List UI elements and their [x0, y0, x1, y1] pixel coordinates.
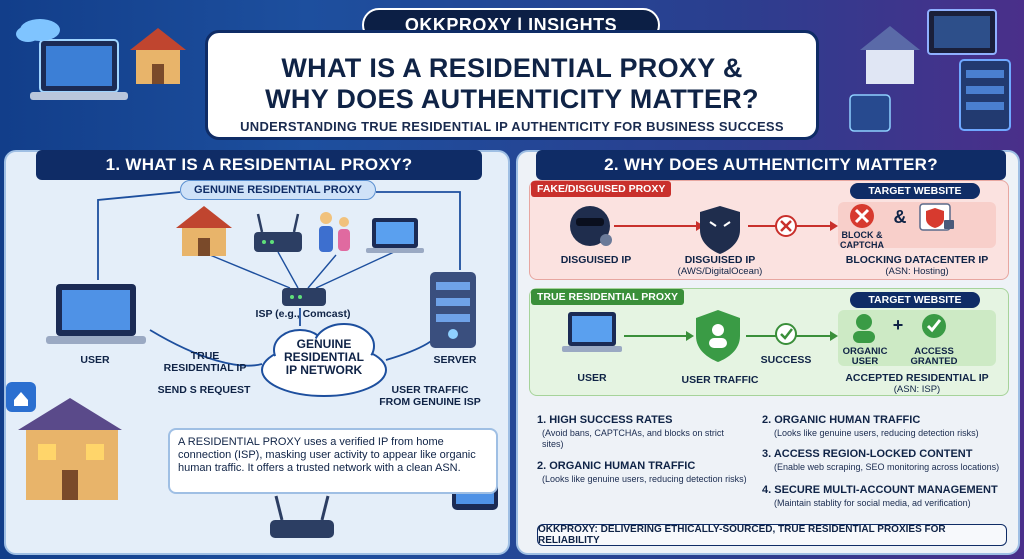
footer-banner: OKKPROXY: DELIVERING ETHICALLY-SOURCED, … — [537, 524, 1007, 546]
monitor-icon — [927, 9, 997, 55]
laptop-icon — [30, 39, 128, 100]
benefit-4-sub: (Enable web scraping, SEO monitoring acr… — [774, 462, 1000, 472]
angry-shield-icon — [700, 206, 740, 254]
title-line-1: WHAT IS A RESIDENTIAL PROXY & — [281, 53, 743, 83]
laptop-icon — [366, 218, 424, 253]
locked-shield-icon — [919, 203, 954, 231]
x-circle-icon — [775, 215, 797, 237]
title-box: WHAT IS A RESIDENTIAL PROXY & WHY DOES A… — [205, 30, 819, 140]
family-icon — [319, 212, 350, 252]
flow-line — [376, 191, 461, 270]
send-request-label: SEND S REQUEST — [157, 384, 251, 396]
fake-target-website-label: TARGET WEBSITE — [850, 183, 980, 199]
success-label: SUCCESS — [760, 354, 812, 366]
true-user-traffic-label: USER TRAFFIC — [681, 374, 759, 386]
benefit-1-title: 1. HIGH SUCCESS RATES — [537, 414, 673, 426]
cloud-icon — [261, 323, 387, 397]
cloud-network-label: GENUINE RESIDENTIAL IP NETWORK — [283, 337, 364, 377]
cloud-icon — [16, 19, 60, 42]
right-section-heading: 2. WHY DOES AUTHENTICITY MATTER? — [536, 150, 1006, 180]
left-section-heading: 1. WHAT IS A RESIDENTIAL PROXY? — [36, 150, 482, 180]
true-ip-label: TRUE RESIDENTIAL IP — [163, 350, 247, 374]
flow-line — [149, 329, 263, 367]
hacker-icon — [570, 206, 612, 246]
house-icon — [860, 26, 920, 84]
block-icon — [850, 204, 874, 228]
ampersand: & — [893, 207, 907, 227]
organic-user-label: ORGANIC USER — [842, 346, 888, 367]
benefit-5-title: 4. SECURE MULTI-ACCOUNT MANAGEMENT — [762, 484, 998, 496]
check-circle-icon — [775, 323, 797, 345]
true-target-website-label: TARGET WEBSITE — [850, 292, 980, 308]
isp-modem-icon — [282, 288, 326, 306]
subtitle: UNDERSTANDING TRUE RESIDENTIAL IP AUTHEN… — [240, 119, 784, 134]
benefit-4-title: 3. ACCESS REGION-LOCKED CONTENT — [762, 448, 973, 460]
accepted-ip-label: ACCEPTED RESIDENTIAL IP — [845, 372, 989, 384]
blocking-datacenter-label: BLOCKING DATACENTER IP — [845, 254, 989, 266]
title-line-2: WHY DOES AUTHENTICITY MATTER? — [265, 84, 759, 114]
disguised-ip-sub: (AWS/DigitalOcean) — [677, 266, 763, 277]
server-label: SERVER — [433, 354, 477, 366]
wifi-router-icon — [270, 495, 334, 538]
router-icon — [254, 213, 302, 252]
user-traffic-label: USER TRAFFIC FROM GENUINE ISP — [379, 384, 481, 408]
benefit-1-sub: (Avoid bans, CAPTCHAs, and blocks on str… — [542, 428, 724, 449]
fake-proxy-tag: FAKE/DISGUISED PROXY — [531, 181, 672, 197]
benefit-5-sub: (Maintain stablity for social media, ad … — [774, 498, 971, 508]
disguised-ip-label-2: DISGUISED IP — [684, 254, 756, 266]
benefit-2-sub: (Looks like genuine users, reducing dete… — [542, 474, 747, 484]
house-icon — [176, 206, 232, 256]
user-laptop-icon — [46, 284, 146, 344]
access-granted-icon — [922, 314, 946, 338]
benefit-3-sub: (Looks like genuine users, reducing dete… — [774, 428, 979, 438]
house-icon — [130, 28, 186, 84]
true-proxy-tag: TRUE RESIDENTIAL PROXY — [531, 289, 684, 305]
benefit-3-title: 2. ORGANIC HUMAN TRAFFIC — [762, 414, 921, 426]
blocking-datacenter-sub: (ASN: Hosting) — [885, 266, 949, 277]
genuine-proxy-pill: GENUINE RESIDENTIAL PROXY — [180, 180, 376, 200]
header-illustrations — [16, 9, 1011, 132]
plus-sign: + — [892, 315, 904, 335]
accepted-ip-sub: (ASN: ISP) — [893, 384, 941, 395]
phone-icon — [849, 94, 891, 132]
benefit-2-title: 2. ORGANIC HUMAN TRAFFIC — [537, 460, 696, 472]
green-shield-icon — [696, 310, 740, 362]
access-granted-label: ACCESS GRANTED — [910, 346, 958, 367]
flow-line — [97, 191, 181, 280]
true-user-label: USER — [577, 372, 607, 384]
server-rack-icon — [959, 59, 1011, 131]
brand-text: OKKPROXY | INSIGHTS — [404, 14, 618, 35]
location-pin-icon — [6, 382, 36, 412]
house-icon — [18, 398, 122, 500]
block-captcha-label: BLOCK & CAPTCHA — [840, 230, 884, 250]
isp-label: ISP (e.g., Comcast) — [255, 308, 351, 320]
description-box: A RESIDENTIAL PROXY uses a verified IP f… — [168, 428, 498, 494]
disguised-ip-label: DISGUISED IP — [560, 254, 632, 266]
user-laptop-icon — [562, 312, 622, 352]
server-icon — [430, 272, 476, 348]
organic-user-icon — [853, 314, 875, 343]
user-label: USER — [80, 354, 110, 366]
flow-line — [209, 251, 395, 289]
